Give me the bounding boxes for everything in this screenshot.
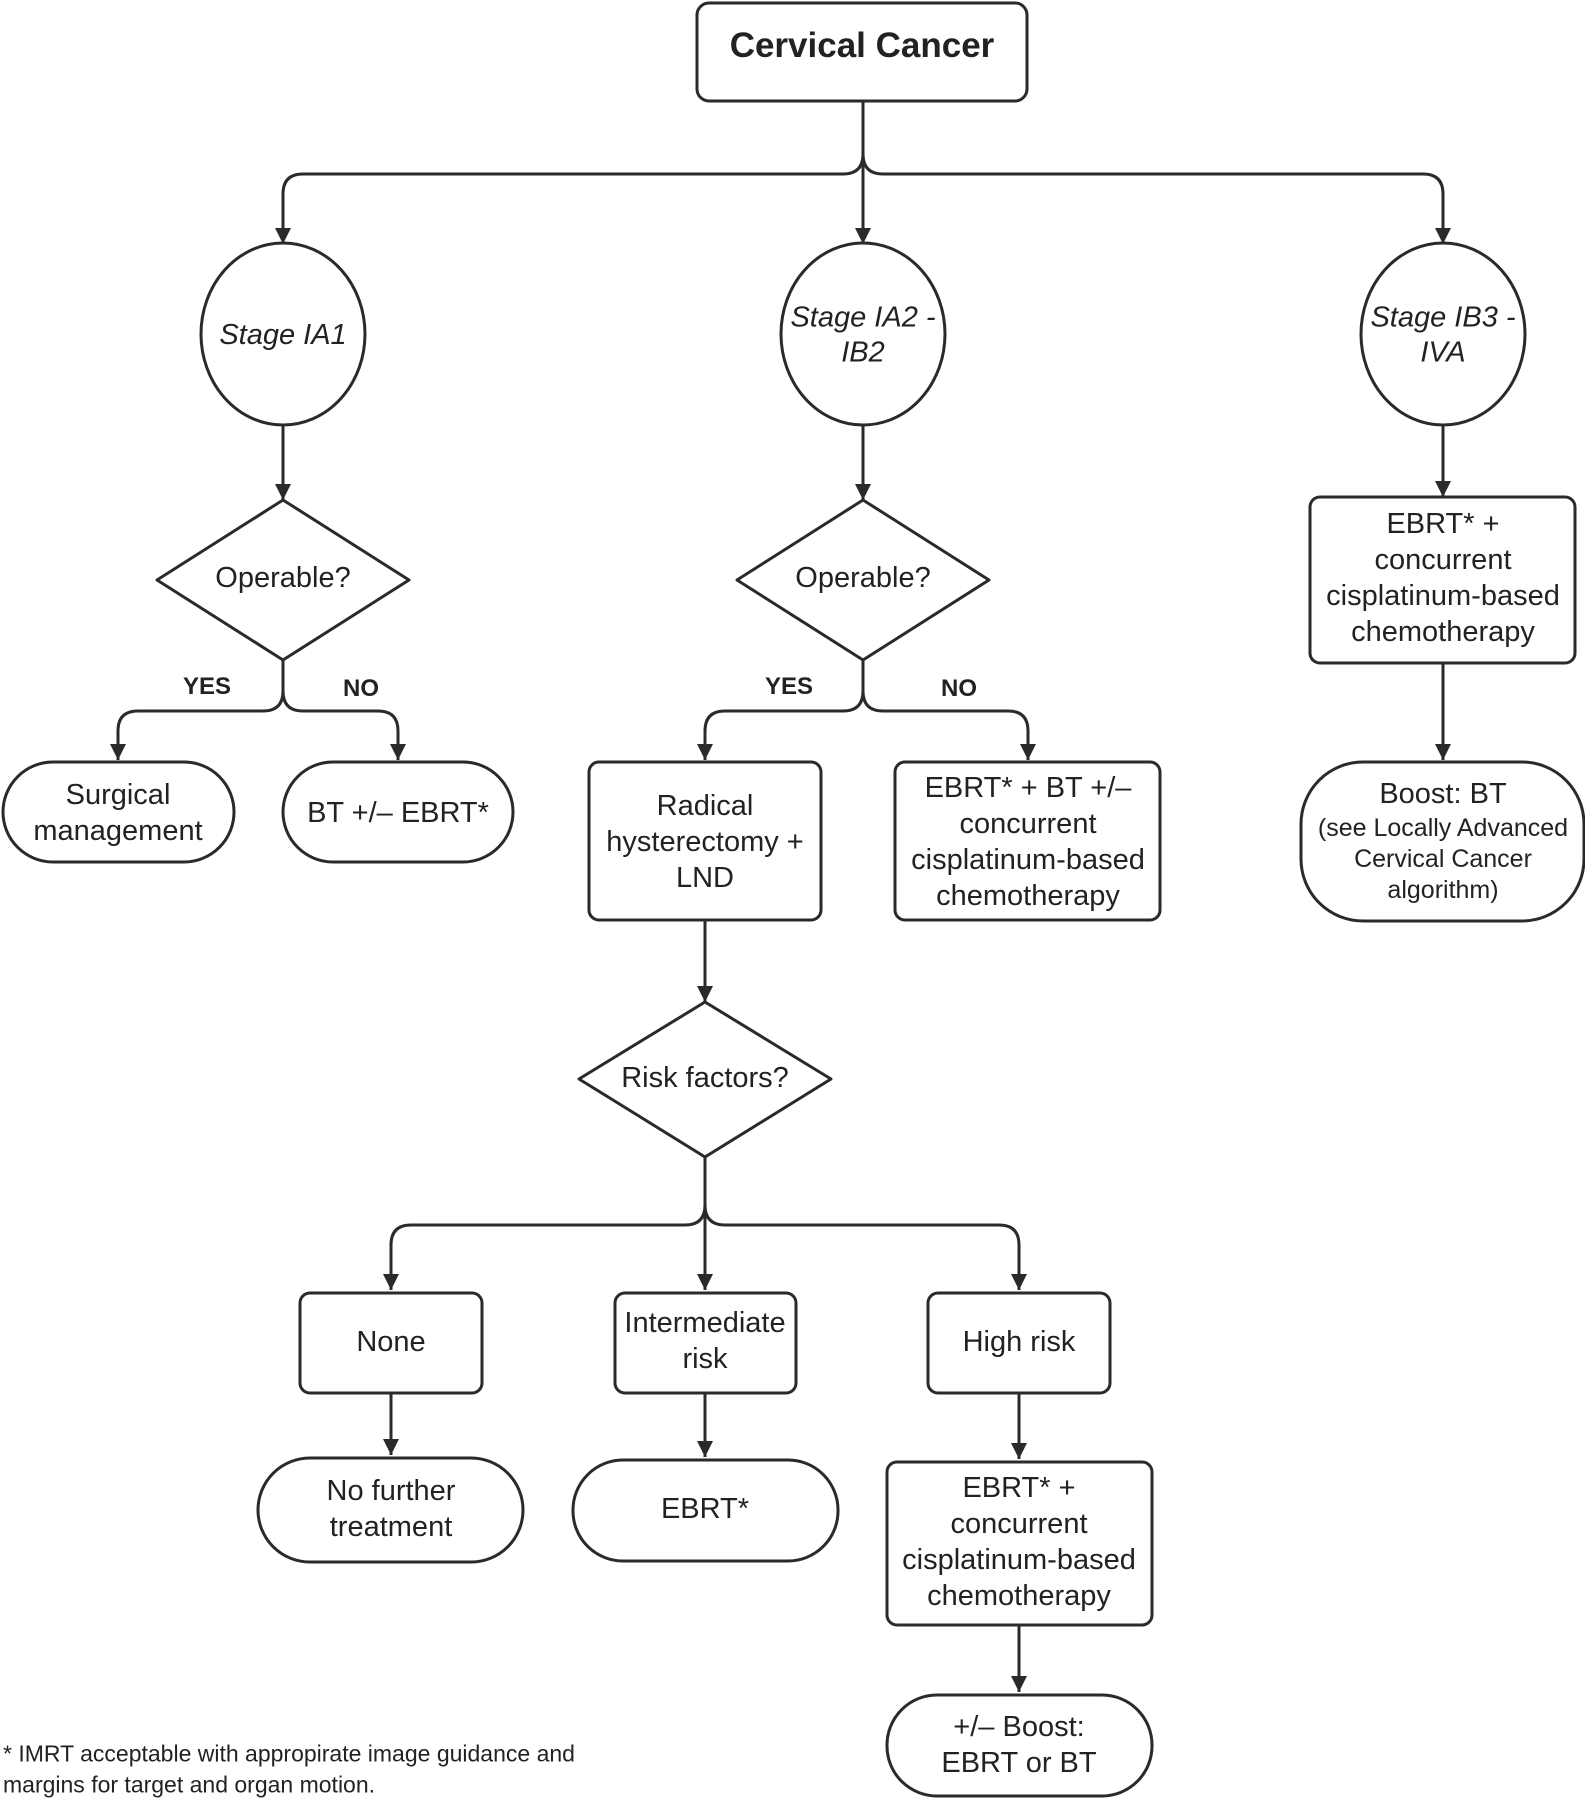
high-risk-boost-label: +/– Boost: EBRT or BT <box>941 1711 1097 1779</box>
text-line: +/– Boost: <box>953 1711 1084 1743</box>
operable-decision-ia1: Operable? <box>155 498 411 662</box>
stage-ia1-node: Stage IA1 <box>199 241 367 427</box>
ib3-treatment-node: EBRT* + concurrent cisplatinum-based chemot… <box>1308 495 1577 665</box>
operable-decision-ia2: Operable? <box>735 498 991 662</box>
no-label-ia2: NO <box>941 675 977 702</box>
edge-risk-to-high <box>703 1204 1027 1290</box>
text-line: None <box>356 1326 425 1358</box>
yes-label-ia2: YES <box>765 673 813 700</box>
edge-ia1-no <box>281 690 406 760</box>
high-risk-treatment-label: EBRT* + concurrent cisplatinum-based chemot… <box>902 1472 1136 1612</box>
risk-question-label: Risk factors? <box>621 1062 789 1094</box>
text-line: EBRT* + <box>962 1472 1075 1504</box>
text-line: Stage IA1 <box>219 319 346 351</box>
stage-ia1-label: Stage IA1 <box>219 319 346 351</box>
text-line: management <box>33 815 202 847</box>
connectors <box>110 101 1451 1692</box>
text-line: Surgical <box>66 779 171 811</box>
edge-ia2-no <box>861 690 1036 760</box>
ebrt-bt-chemo-label: EBRT* + BT +/– concurrent cisplatinum-base… <box>911 772 1145 912</box>
text-line: chemotherapy <box>936 880 1120 912</box>
surgical-management-label: Surgical management <box>33 779 202 847</box>
diagram-title: Cervical Cancer <box>730 26 995 65</box>
text-line: Stage IB3 - <box>1370 302 1515 334</box>
surgical-management-node: Surgical management <box>1 760 236 864</box>
risk-high-node: High risk <box>926 1291 1112 1395</box>
ib3-boost-label: Boost: BT <box>1379 778 1507 810</box>
text-line: Boost: BT <box>1379 778 1507 810</box>
text-line: cisplatinum-based <box>902 1544 1136 1576</box>
operable-question-label: Operable? <box>795 562 930 594</box>
text-line: cisplatinum-based <box>911 844 1145 876</box>
high-risk-treatment-node: EBRT* + concurrent cisplatinum-based chemot… <box>885 1460 1154 1627</box>
yes-label-ia1: YES <box>183 673 231 700</box>
text-line: concurrent <box>959 808 1096 840</box>
text-line: BT +/– EBRT* <box>307 797 489 829</box>
text-line: * IMRT acceptable with appropirate image… <box>3 1741 575 1767</box>
text-line: Intermediate <box>624 1307 785 1339</box>
stage-ia2-ib2-label: Stage IA2 -IB2 <box>790 302 935 369</box>
no-further-treatment-node: No further treatment <box>256 1456 525 1564</box>
text-line: chemotherapy <box>927 1580 1111 1612</box>
operable-question-label: Operable? <box>215 562 350 594</box>
text-line: treatment <box>330 1511 453 1543</box>
text-line: concurrent <box>950 1508 1087 1540</box>
intermediate-ebrt-label: EBRT* <box>661 1493 749 1525</box>
text-line: EBRT* <box>661 1493 749 1525</box>
radical-hysterectomy-label: Radical hysterectomy + LND <box>606 790 803 894</box>
intermediate-ebrt-node: EBRT* <box>571 1458 840 1563</box>
text-line: LND <box>676 862 734 894</box>
edge-ia1-yes <box>110 660 285 760</box>
text-line: Stage IA2 - <box>790 302 935 334</box>
ebrt-bt-chemo-node: EBRT* + BT +/– concurrent cisplatinum-base… <box>893 760 1162 922</box>
text-line: concurrent <box>1374 544 1511 576</box>
text-line: IB2 <box>841 337 885 369</box>
risk-none-label: None <box>356 1326 425 1358</box>
risk-high-label: High risk <box>963 1326 1076 1358</box>
footnote: * IMRT acceptable with appropirate image… <box>3 1741 575 1798</box>
risk-intermediate-node: Intermediate risk <box>613 1291 798 1395</box>
risk-factors-decision: Risk factors? <box>577 1000 833 1159</box>
ib3-treatment-label: EBRT* + concurrent cisplatinum-based chemot… <box>1326 508 1560 648</box>
text-line: margins for target and organ motion. <box>3 1772 375 1798</box>
no-label-ia1: NO <box>343 675 379 702</box>
text-line: (see Locally Advanced <box>1318 814 1568 842</box>
risk-intermediate-label: Intermediate risk <box>624 1307 785 1375</box>
no-further-treatment-label: No further treatment <box>327 1475 456 1543</box>
text-line: EBRT* + <box>1386 508 1499 540</box>
text-line: Cervical Cancer <box>1354 845 1532 873</box>
text-line: hysterectomy + <box>606 826 803 858</box>
text-line: IVA <box>1420 337 1465 369</box>
bt-ebrt-label: BT +/– EBRT* <box>307 797 489 829</box>
stage-ib3-iva-label: Stage IB3 -IVA <box>1370 302 1515 369</box>
text-line: chemotherapy <box>1351 616 1535 648</box>
edge-root-to-ib3 <box>861 153 1451 244</box>
text-line: High risk <box>963 1326 1076 1358</box>
text-line: No further <box>327 1475 456 1507</box>
bt-ebrt-node: BT +/– EBRT* <box>281 760 515 864</box>
stage-ib3-iva-node: Stage IB3 -IVA <box>1359 241 1527 427</box>
edge-root-to-ia1 <box>275 101 865 244</box>
text-line: EBRT* + BT +/– <box>925 772 1133 804</box>
radical-hysterectomy-node: Radical hysterectomy + LND <box>587 760 823 922</box>
stage-ia2-ib2-node: Stage IA2 -IB2 <box>779 241 947 427</box>
high-risk-boost-node: +/– Boost: EBRT or BT <box>885 1693 1154 1798</box>
risk-none-node: None <box>298 1291 484 1395</box>
text-line: Radical <box>657 790 754 822</box>
edge-risk-to-none <box>383 1157 707 1290</box>
text-line: EBRT or BT <box>941 1747 1097 1779</box>
edge-ia2-yes <box>697 660 865 760</box>
text-line: cisplatinum-based <box>1326 580 1560 612</box>
root-node: Cervical Cancer <box>695 1 1029 103</box>
text-line: algorithm) <box>1387 876 1498 904</box>
text-line: risk <box>682 1343 728 1375</box>
